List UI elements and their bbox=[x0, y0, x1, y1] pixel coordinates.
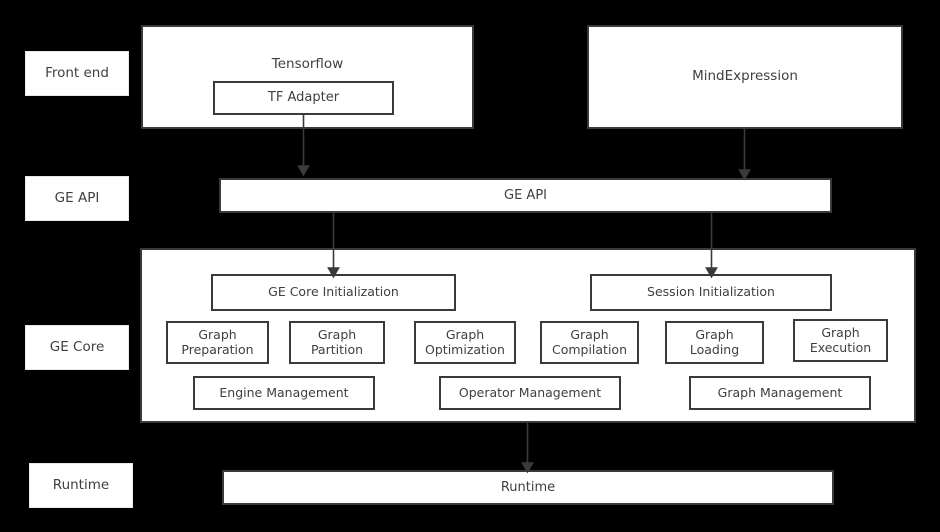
operator-management-box: Operator Management bbox=[439, 376, 621, 410]
engine-management-box: Engine Management bbox=[193, 376, 375, 410]
tier-label-runtime: Runtime bbox=[29, 463, 133, 508]
module-graph-optimization: Graph Optimization bbox=[414, 321, 516, 364]
module-graph-preparation: Graph Preparation bbox=[166, 321, 269, 364]
tier-label-ge-api: GE API bbox=[25, 176, 129, 221]
ge-api-bar: GE API bbox=[219, 178, 832, 213]
module-graph-loading: Graph Loading bbox=[665, 321, 764, 364]
session-initialization-box: Session Initialization bbox=[590, 274, 832, 311]
module-graph-compilation: Graph Compilation bbox=[540, 321, 639, 364]
module-graph-partition: Graph Partition bbox=[289, 321, 385, 364]
tensorflow-label: Tensorflow bbox=[271, 56, 344, 72]
ge-core-initialization-box: GE Core Initialization bbox=[211, 274, 456, 311]
tier-label-front-end: Front end bbox=[25, 51, 129, 96]
module-graph-execution: Graph Execution bbox=[793, 319, 888, 362]
graph-management-box: Graph Management bbox=[689, 376, 871, 410]
tf-adapter-box: TF Adapter bbox=[213, 81, 394, 115]
runtime-bar: Runtime bbox=[222, 470, 834, 505]
tier-label-ge-core: GE Core bbox=[25, 325, 129, 370]
mindexpression-frame: MindExpression bbox=[587, 25, 903, 129]
